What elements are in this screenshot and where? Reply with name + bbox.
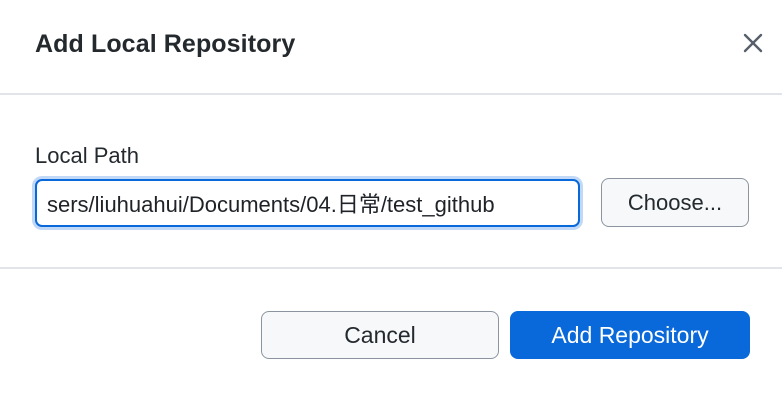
dialog-title: Add Local Repository [35,30,296,58]
add-repository-button[interactable]: Add Repository [510,311,750,359]
cancel-button[interactable]: Cancel [261,311,499,359]
dialog-footer: Cancel Add Repository [0,271,782,400]
choose-button[interactable]: Choose... [601,178,749,227]
close-icon [743,33,763,58]
close-button[interactable] [738,30,768,60]
dialog-body: Local Path Choose... [0,97,782,269]
local-path-label: Local Path [35,143,139,168]
local-path-input[interactable] [35,179,580,227]
dialog-header: Add Local Repository [0,0,782,95]
